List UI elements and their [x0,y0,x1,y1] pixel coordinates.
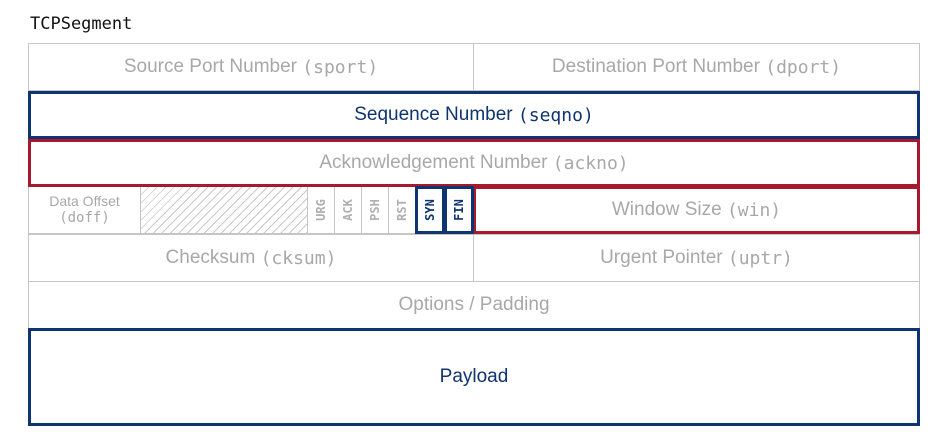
reserved-bits-hatch [140,186,308,234]
flag-urg-label: URG [314,199,328,221]
payload-label: Payload [439,366,509,387]
flag-psh: PSH [361,186,389,234]
window-size-label: Window Size [611,199,727,220]
flag-fin-label: FIN [452,199,466,221]
source-port-field: Source Port Number (sport) [28,43,474,91]
urgent-pointer-code: (uptr) [727,247,793,269]
flag-syn-label: SYN [423,199,437,221]
destination-port-label: Destination Port Number [551,56,766,77]
options-padding-field: Options / Padding [28,281,920,329]
checksum-field: Checksum (cksum) [28,234,474,282]
options-padding-label: Options / Padding [398,294,550,315]
flag-rst-label: RST [395,199,409,221]
data-offset-code: (doff) [59,210,110,226]
acknowledgement-number-field: Acknowledgement Number (ackno) [28,139,920,187]
sequence-number-code: (seqno) [517,104,594,126]
flag-rst: RST [388,186,416,234]
flag-urg: URG [307,186,335,234]
window-size-code: (win) [726,199,782,221]
flag-psh-label: PSH [368,199,382,221]
checksum-label: Checksum [165,247,261,268]
acknowledgement-number-label: Acknowledgement Number [319,152,553,173]
urgent-pointer-label: Urgent Pointer [600,247,728,268]
diagram-title: TCPSegment [30,14,133,34]
acknowledgement-number-code: (ackno) [552,152,629,174]
urgent-pointer-field: Urgent Pointer (uptr) [473,234,920,282]
checksum-code: (cksum) [260,247,337,269]
flag-syn: SYN [415,186,445,234]
flag-ack-label: ACK [341,199,355,221]
payload-field: Payload [28,328,920,426]
flag-ack: ACK [334,186,362,234]
window-size-field: Window Size (win) [473,186,920,234]
source-port-code: (sport) [302,56,379,78]
flag-fin: FIN [444,186,474,234]
data-offset-label: Data Offset [49,193,120,209]
data-offset-field: Data Offset (doff) [28,186,141,234]
sequence-number-label: Sequence Number [354,104,518,125]
source-port-label: Source Port Number [123,56,303,77]
destination-port-field: Destination Port Number (dport) [473,43,920,91]
destination-port-code: (dport) [765,56,842,78]
sequence-number-field: Sequence Number (seqno) [28,91,920,139]
